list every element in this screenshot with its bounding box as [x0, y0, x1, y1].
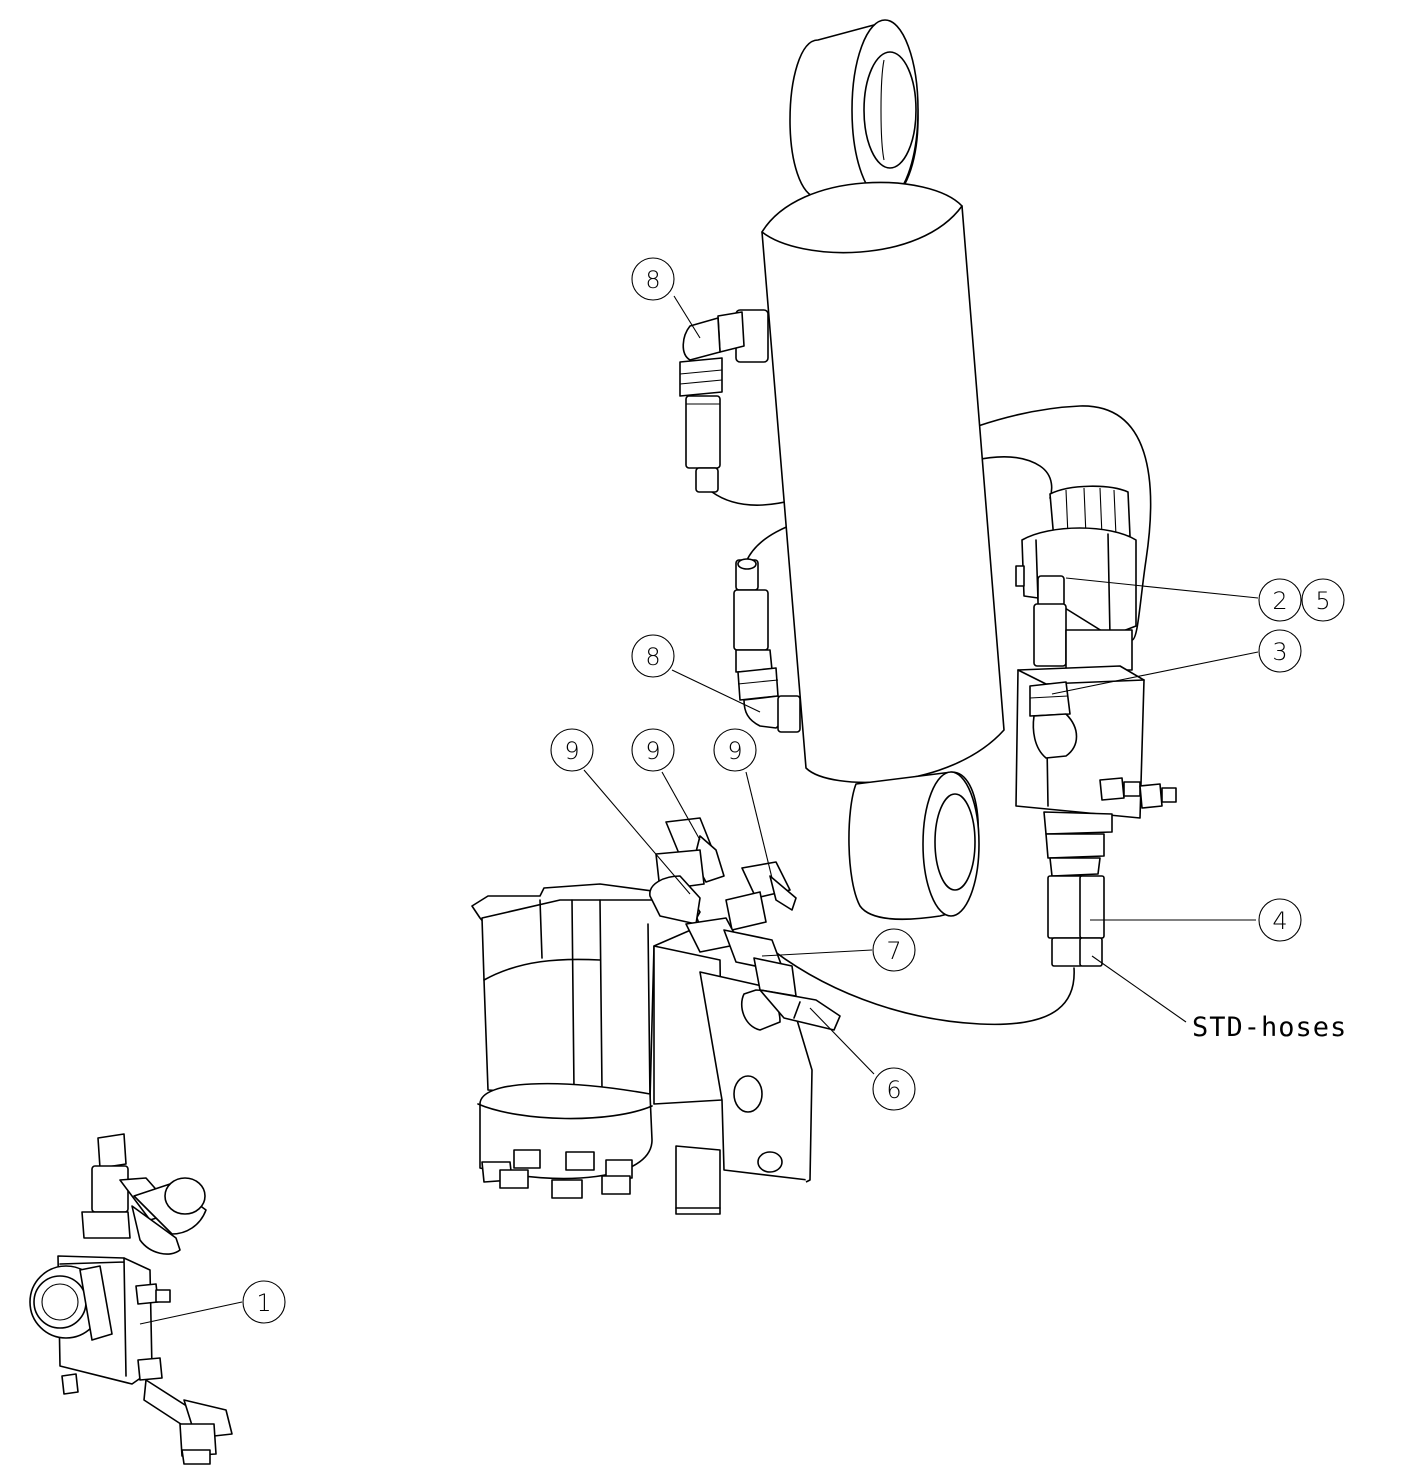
end-cap-bolts: [481, 1149, 633, 1199]
balloon-item-8-upper: 8: [631, 257, 675, 301]
elbow-fitting-upper: [679, 309, 769, 493]
svg-text:5: 5: [1315, 587, 1330, 615]
cylinder-barrel: [761, 181, 1005, 784]
balloon-item-9-middle: 9: [631, 728, 675, 772]
svg-text:8: 8: [645, 266, 660, 294]
svg-text:3: 3: [1272, 638, 1287, 666]
balloon-item-4: 4: [1258, 898, 1302, 942]
svg-text:9: 9: [727, 737, 742, 765]
balloon-item-6: 6: [872, 1067, 916, 1111]
item-balloons: 8 8 2 5 3 9 9 9: [242, 257, 1345, 1324]
leader-lines: [139, 295, 1259, 1325]
balloon-item-1: 1: [242, 1280, 286, 1324]
pump-motor-assembly: [471, 817, 841, 1215]
svg-text:4: 4: [1272, 907, 1287, 935]
bottom-rod-eye: [848, 771, 980, 920]
std-hoses-note: STD-hoses: [1192, 1012, 1347, 1043]
detail-valve-assembly: [29, 1133, 233, 1465]
balloon-item-8-lower: 8: [631, 634, 675, 678]
svg-text:9: 9: [645, 737, 660, 765]
balloon-item-3: 3: [1258, 629, 1302, 673]
balloon-item-9-right: 9: [713, 728, 757, 772]
svg-text:1: 1: [256, 1289, 271, 1317]
balloon-item-9-left: 9: [550, 728, 594, 772]
valve-block-assembly: [1015, 485, 1177, 967]
svg-text:9: 9: [564, 737, 579, 765]
balloon-item-5: 5: [1301, 578, 1345, 622]
elbow-fitting-lower: [733, 558, 801, 733]
balloon-item-7: 7: [872, 928, 916, 972]
balloon-item-2: 2: [1258, 578, 1302, 622]
hydraulic-cylinder: [761, 19, 1005, 920]
svg-text:8: 8: [645, 643, 660, 671]
svg-text:6: 6: [886, 1076, 901, 1104]
svg-text:2: 2: [1272, 587, 1287, 615]
svg-text:7: 7: [886, 937, 901, 965]
